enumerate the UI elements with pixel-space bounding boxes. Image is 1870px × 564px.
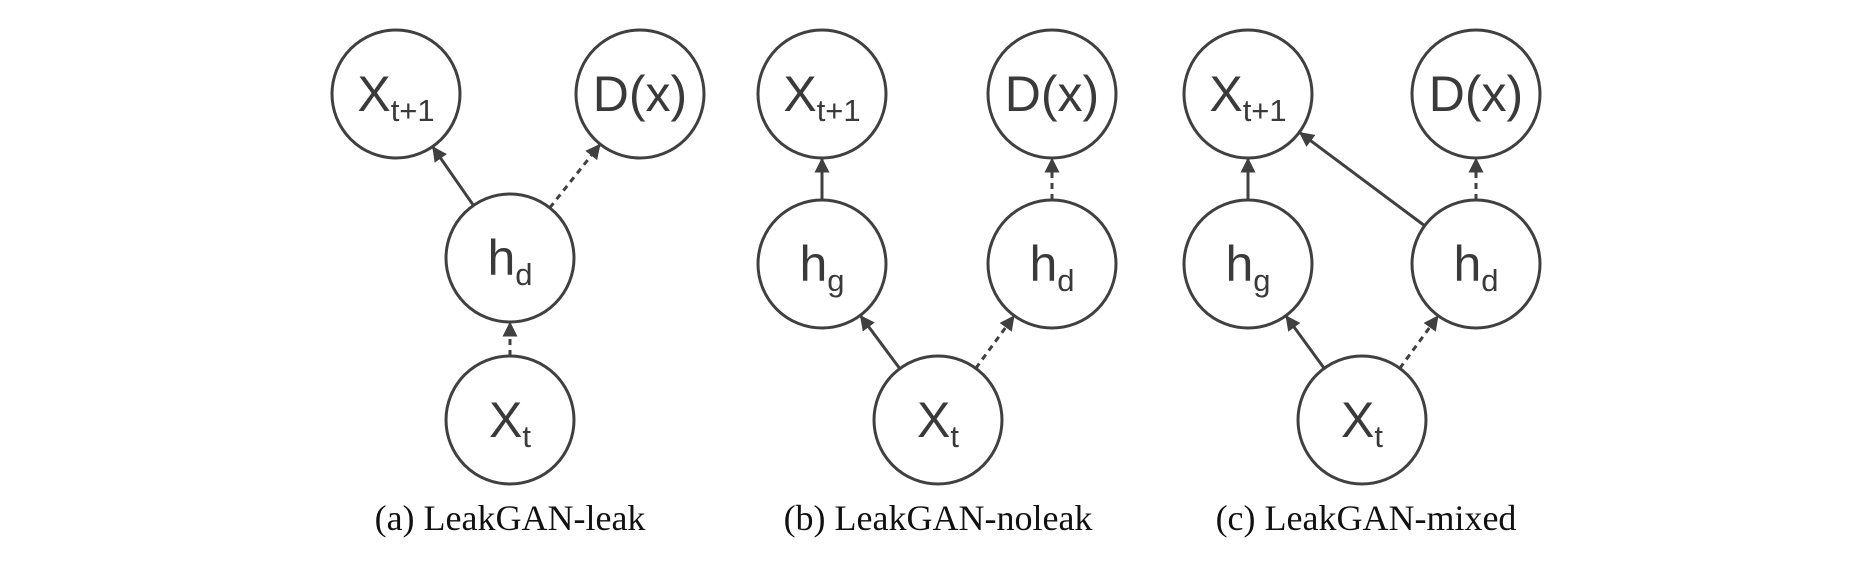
node-circle <box>756 198 888 330</box>
node-label: Xt <box>917 392 959 454</box>
node-circle <box>444 192 576 324</box>
node-label-subscript: d <box>1057 263 1074 298</box>
node-label-subscript: d <box>1481 263 1498 298</box>
node-label: hd <box>1029 236 1074 298</box>
node-circle <box>444 354 576 486</box>
node-label-main: h <box>487 230 515 286</box>
node-label-main: X <box>1209 66 1242 122</box>
edge-xt-to-hg-solid <box>1285 315 1326 370</box>
node-label-main: X <box>783 66 816 122</box>
node-dx: D(x) <box>1410 28 1542 160</box>
node-label: Xt <box>489 392 531 454</box>
edge-hd-to-x_next-solid <box>431 146 475 207</box>
node-label-subscript: t+1 <box>391 93 435 128</box>
node-label: Xt+1 <box>783 66 860 128</box>
node-label-main: D(x) <box>1005 66 1099 122</box>
node-label-main: h <box>1225 236 1253 292</box>
edge-xt-to-hd-dashed <box>1398 315 1439 370</box>
node-dx: D(x) <box>574 28 706 160</box>
node-hd: hd <box>444 192 576 324</box>
node-x_next: Xt+1 <box>330 28 462 160</box>
node-label-subscript: g <box>827 263 844 298</box>
node-circle <box>1296 354 1428 486</box>
edge-xt-to-hd-dashed <box>974 315 1015 370</box>
node-circle <box>1410 28 1542 160</box>
node-label: D(x) <box>1429 66 1523 122</box>
node-label-subscript: t <box>522 419 531 454</box>
node-label-main: h <box>1029 236 1057 292</box>
node-hg: hg <box>756 198 888 330</box>
node-x_next: Xt+1 <box>1182 28 1314 160</box>
node-circle <box>872 354 1004 486</box>
node-circle <box>986 198 1118 330</box>
node-xt: Xt <box>872 354 1004 486</box>
edge-xt-to-hg-solid <box>859 314 902 370</box>
node-hg: hg <box>1182 198 1314 330</box>
node-label: hd <box>1453 236 1498 298</box>
caption-panel-a: (a) LeakGAN-leak <box>375 498 646 538</box>
node-label: Xt <box>1341 392 1383 454</box>
node-hd: hd <box>986 198 1118 330</box>
node-label-main: D(x) <box>593 66 687 122</box>
caption-panel-c: (c) LeakGAN-mixed <box>1216 498 1517 538</box>
node-label-main: X <box>489 392 522 448</box>
node-label: hd <box>487 230 532 292</box>
node-hd: hd <box>1410 198 1542 330</box>
node-xt: Xt <box>444 354 576 486</box>
node-label: D(x) <box>593 66 687 122</box>
node-circle <box>574 28 706 160</box>
node-label: D(x) <box>1005 66 1099 122</box>
node-circle <box>330 28 462 160</box>
node-label-main: h <box>799 236 827 292</box>
node-label-subscript: g <box>1253 263 1270 298</box>
node-label-main: X <box>917 392 950 448</box>
node-label-main: D(x) <box>1429 66 1523 122</box>
node-dx: D(x) <box>986 28 1118 160</box>
node-label-subscript: t+1 <box>817 93 861 128</box>
node-label-subscript: t <box>950 419 959 454</box>
node-circle <box>1182 198 1314 330</box>
caption-panel-b: (b) LeakGAN-noleak <box>784 498 1093 538</box>
node-circle <box>1182 28 1314 160</box>
node-label-main: X <box>1341 392 1374 448</box>
node-xt: Xt <box>1296 354 1428 486</box>
node-label: hg <box>799 236 844 298</box>
node-label-main: X <box>357 66 390 122</box>
node-label-subscript: t+1 <box>1243 93 1287 128</box>
node-x_next: Xt+1 <box>756 28 888 160</box>
node-circle <box>986 28 1118 160</box>
node-label-subscript: t <box>1374 419 1383 454</box>
node-label-subscript: d <box>515 257 532 292</box>
edge-hd-to-dx-dashed <box>548 143 601 209</box>
node-label: Xt+1 <box>1209 66 1286 128</box>
node-label-main: h <box>1453 236 1481 292</box>
node-label: Xt+1 <box>357 66 434 128</box>
node-circle <box>1410 198 1542 330</box>
node-label: hg <box>1225 236 1270 298</box>
edge-hd-to-x_next-solid <box>1298 131 1426 227</box>
node-circle <box>756 28 888 160</box>
